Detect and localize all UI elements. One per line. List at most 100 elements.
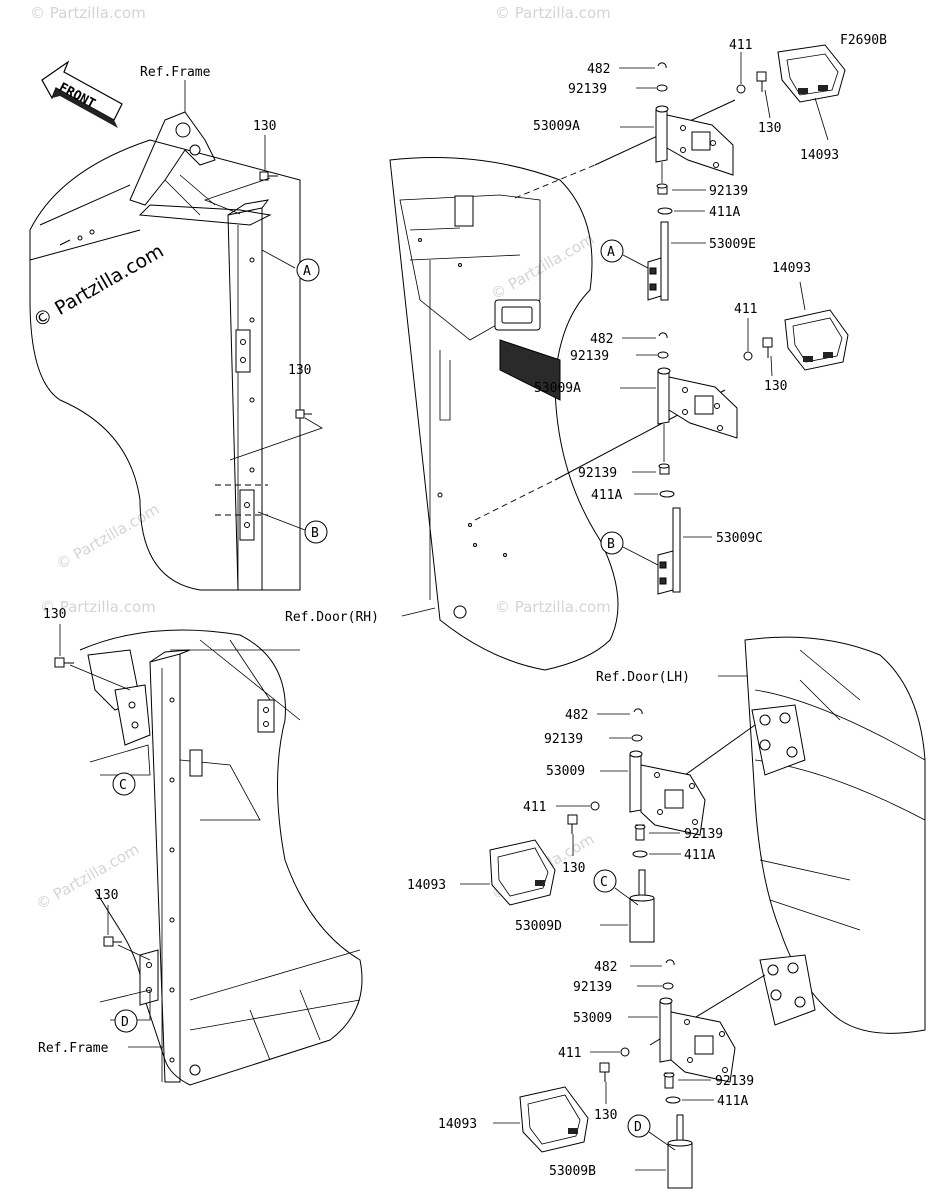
marker-label: C bbox=[119, 778, 127, 793]
watermark: © Partzilla.com bbox=[495, 598, 611, 616]
part-label: 482 bbox=[587, 62, 610, 77]
cover-14093-icon bbox=[489, 839, 556, 906]
watermark: © Partzilla.com bbox=[30, 4, 146, 22]
watermark: © Partzilla.com bbox=[488, 230, 597, 303]
part-label: 92139 bbox=[684, 827, 723, 842]
marker-b bbox=[600, 531, 624, 555]
cover-14093-icon bbox=[519, 1086, 589, 1153]
part-label: 53009E bbox=[709, 237, 756, 252]
bushing-92139-icon bbox=[657, 351, 669, 359]
cover-14093-icon bbox=[784, 309, 849, 371]
part-label: 92139 bbox=[544, 732, 583, 747]
part-label: 411 bbox=[558, 1046, 581, 1061]
ref-frame-label: Ref.Frame bbox=[140, 65, 211, 80]
ref-door-rh-label: Ref.Door(RH) bbox=[285, 610, 379, 625]
part-label: 92139 bbox=[715, 1074, 754, 1089]
part-label: 130 bbox=[95, 888, 118, 903]
marker-label: D bbox=[121, 1015, 129, 1030]
frame-view-top: A B Ref.Frame 130 130 bbox=[29, 65, 328, 591]
clip-482-icon bbox=[657, 62, 667, 69]
part-label: 92139 bbox=[709, 184, 748, 199]
part-label: 14093 bbox=[407, 878, 446, 893]
clip-482-icon bbox=[665, 959, 675, 966]
part-label: 92139 bbox=[570, 349, 609, 364]
part-label: 411A bbox=[717, 1094, 748, 1109]
watermark: © Partzilla.com bbox=[495, 4, 611, 22]
part-label: 53009 bbox=[573, 1011, 612, 1026]
clip-482-icon bbox=[658, 332, 668, 339]
clip-482-icon bbox=[633, 708, 643, 715]
part-label: 482 bbox=[565, 708, 588, 723]
cover-14093-icon bbox=[777, 44, 846, 103]
marker-label: A bbox=[303, 264, 311, 279]
bushing-92139-icon bbox=[656, 84, 668, 92]
marker-d bbox=[114, 1009, 138, 1033]
part-label: 130 bbox=[562, 861, 585, 876]
marker-label: B bbox=[607, 537, 615, 552]
watermark-main: © Partzilla.com bbox=[30, 240, 168, 332]
part-label: 130 bbox=[288, 363, 311, 378]
part-label: 53009D bbox=[515, 919, 562, 934]
door-rh-view: Ref.Door(RH) bbox=[285, 99, 736, 671]
part-label: 130 bbox=[253, 119, 276, 134]
part-label: 411 bbox=[523, 800, 546, 815]
part-label: 92139 bbox=[578, 466, 617, 481]
part-label: 130 bbox=[43, 607, 66, 622]
part-label: 92139 bbox=[573, 980, 612, 995]
part-label: 53009A bbox=[533, 119, 580, 134]
part-label: 92139 bbox=[568, 82, 607, 97]
ref-door-lh-label: Ref.Door(LH) bbox=[596, 670, 690, 685]
part-label: 14093 bbox=[800, 148, 839, 163]
part-label: 14093 bbox=[772, 261, 811, 276]
part-label: 411 bbox=[729, 38, 752, 53]
washer-411-icon bbox=[620, 1047, 630, 1057]
bolt-130-icon bbox=[54, 657, 74, 668]
part-label: 130 bbox=[594, 1108, 617, 1123]
watermark: © Partzilla.com bbox=[53, 500, 162, 573]
bolt-130-icon bbox=[295, 409, 312, 419]
part-label: 53009 bbox=[546, 764, 585, 779]
marker-label: D bbox=[634, 1120, 642, 1135]
bushing-92139-icon bbox=[631, 734, 643, 742]
watermark: © Partzilla.com bbox=[33, 840, 142, 913]
hinge-set-lh-lower: 482 92139 53009 411 130 92139 411A bbox=[438, 959, 754, 1189]
bolt-130-icon bbox=[762, 337, 773, 358]
marker-c bbox=[112, 772, 136, 796]
figure-id: F2690B bbox=[840, 33, 887, 48]
part-label: 53009B bbox=[549, 1164, 596, 1179]
part-label: 14093 bbox=[438, 1117, 477, 1132]
front-arrow-icon: FRONT bbox=[41, 60, 123, 128]
ref-frame-label: Ref.Frame bbox=[38, 1041, 109, 1056]
part-label: 411A bbox=[684, 848, 715, 863]
part-label: 411 bbox=[734, 302, 757, 317]
hinge-set-rh-lower: 482 92139 53009A 411 130 14093 bbox=[534, 261, 849, 595]
marker-a bbox=[296, 258, 320, 282]
washer-411-icon bbox=[736, 84, 746, 94]
bolt-130-icon bbox=[599, 1062, 610, 1082]
frame-view-bottom: 130 130 C D Ref.Frame bbox=[38, 607, 363, 1086]
marker-d bbox=[627, 1114, 651, 1138]
part-label: 411A bbox=[591, 488, 622, 503]
part-label: 53009C bbox=[716, 531, 763, 546]
marker-b bbox=[304, 520, 328, 544]
washer-411-icon bbox=[743, 351, 753, 361]
part-label: 482 bbox=[594, 960, 617, 975]
watermark: © Partzilla.com bbox=[40, 598, 156, 616]
bushing-92139-icon bbox=[662, 982, 674, 990]
part-label: 411A bbox=[709, 205, 740, 220]
part-label: 482 bbox=[590, 332, 613, 347]
marker-label: C bbox=[600, 875, 608, 890]
marker-label: B bbox=[311, 526, 319, 541]
marker-label: A bbox=[607, 245, 615, 260]
marker-a bbox=[600, 239, 624, 263]
hinge-set-rh-upper: 482 92139 53009A 411 130 bbox=[533, 38, 846, 301]
marker-c bbox=[593, 869, 617, 893]
part-label: 53009A bbox=[534, 381, 581, 396]
part-label: 130 bbox=[764, 379, 787, 394]
hinge-set-lh-upper: 482 92139 53009 411 130 92139 411A bbox=[407, 708, 723, 943]
bolt-130-icon bbox=[103, 936, 122, 947]
part-label: 130 bbox=[758, 121, 781, 136]
door-lh-view: Ref.Door(LH) bbox=[596, 636, 926, 1046]
washer-411-icon bbox=[590, 801, 600, 811]
